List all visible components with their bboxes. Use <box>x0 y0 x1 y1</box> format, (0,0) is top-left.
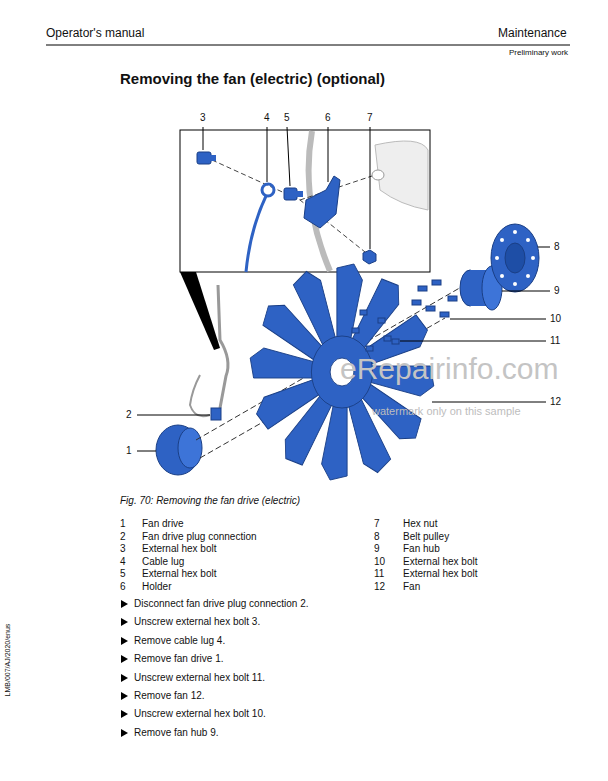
instruction-step: Disconnect fan drive plug connection 2. <box>134 598 309 610</box>
legend-text: External hex bolt <box>142 543 217 555</box>
legend-text: Cable lug <box>142 556 184 568</box>
legend-number: 9 <box>374 543 380 555</box>
legend-text: External hex bolt <box>403 556 478 568</box>
legend-number: 12 <box>374 581 385 593</box>
callout-number: 1 <box>126 445 132 457</box>
callout-number: 10 <box>550 313 561 325</box>
watermark: watermark only on this sample <box>372 405 521 418</box>
instruction-step: Unscrew external hex bolt 3. <box>134 616 260 628</box>
callout-number: 4 <box>264 112 270 124</box>
legend-text: External hex bolt <box>403 568 478 580</box>
callout-number: 11 <box>550 335 560 347</box>
instruction-step: Remove fan 12. <box>134 690 205 702</box>
document-code: LMB/007/AJ/2020/enus <box>4 618 12 702</box>
figure-caption: Fig. 70: Removing the fan drive (electri… <box>120 495 300 507</box>
header-text: Operator's manual <box>46 27 144 41</box>
header-text: Preliminary work <box>509 48 568 57</box>
callout-number: 5 <box>284 112 290 124</box>
legend-number: 2 <box>120 531 126 543</box>
instruction-step: Remove cable lug 4. <box>134 635 225 647</box>
callout-number: 12 <box>550 396 561 408</box>
legend-text: Fan hub <box>403 543 440 555</box>
instruction-step: Remove fan hub 9. <box>134 727 219 739</box>
legend-text: Holder <box>142 581 171 593</box>
legend-number: 7 <box>374 518 380 530</box>
callout-number: 6 <box>325 112 331 124</box>
legend-text: Belt pulley <box>403 531 449 543</box>
legend-number: 11 <box>374 568 384 580</box>
legend-text: Fan drive plug connection <box>142 531 257 543</box>
legend-number: 1 <box>120 518 126 530</box>
header-text: Maintenance <box>498 27 567 41</box>
callout-number: 3 <box>200 112 206 124</box>
callout-number: 2 <box>126 409 132 421</box>
legend-text: Fan <box>403 581 420 593</box>
legend-text: External hex bolt <box>142 568 217 580</box>
legend-number: 8 <box>374 531 380 543</box>
watermark: eRepairinfo.com <box>340 352 558 387</box>
callout-number: 9 <box>554 285 560 297</box>
legend-number: 3 <box>120 543 126 555</box>
legend-number: 10 <box>374 556 385 568</box>
callout-number: 8 <box>554 241 560 253</box>
instruction-step: Unscrew external hex bolt 11. <box>134 672 265 684</box>
legend-number: 5 <box>120 568 126 580</box>
callout-number: 7 <box>367 112 373 124</box>
page-title: Removing the fan (electric) (optional) <box>120 70 385 87</box>
instruction-step: Unscrew external hex bolt 10. <box>134 708 266 720</box>
legend-text: Fan drive <box>142 518 184 530</box>
legend-number: 6 <box>120 581 126 593</box>
instruction-step: Remove fan drive 1. <box>134 653 224 665</box>
legend-number: 4 <box>120 556 126 568</box>
legend-text: Hex nut <box>403 518 437 530</box>
